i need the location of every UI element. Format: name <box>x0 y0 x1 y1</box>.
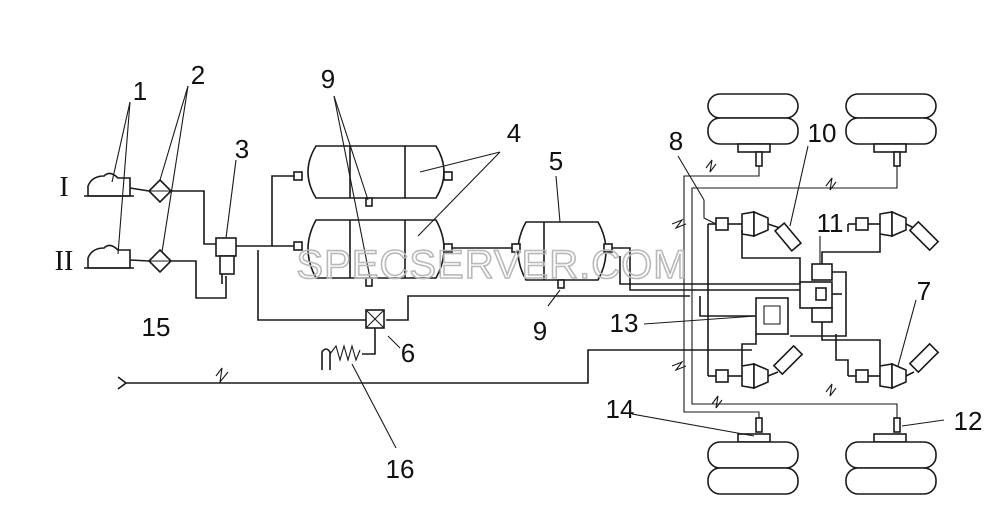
relay-valve-11 <box>799 263 833 334</box>
abs-sensor-front-right <box>893 151 901 167</box>
air-tank-4-upper <box>307 145 445 199</box>
compressor-1-top <box>84 172 134 197</box>
drain-valve-9-tank5 <box>557 279 565 289</box>
callout-16: 16 <box>386 454 415 484</box>
compressor-1-bottom <box>84 244 134 269</box>
callout-5: 5 <box>549 146 563 176</box>
brake-chamber-rear-left <box>728 344 804 390</box>
callout-7: 7 <box>917 276 931 306</box>
callout-6: 6 <box>401 338 415 368</box>
callout-12: 12 <box>954 406 983 436</box>
callout-2: 2 <box>191 60 205 90</box>
callout-10: 10 <box>808 118 837 148</box>
modulator-rear-left <box>708 369 729 383</box>
callout-4: 4 <box>507 118 521 148</box>
air-tank-4-lower <box>307 219 445 279</box>
filter-2-bottom <box>147 248 173 274</box>
drain-valve-9-lower <box>365 277 373 287</box>
ecu-13 <box>755 297 789 335</box>
air-tank-5 <box>517 221 607 281</box>
callout-8: 8 <box>669 126 683 156</box>
callout-11: 11 <box>817 208 844 238</box>
callout-9-tanks: 9 <box>321 64 335 94</box>
unloader-valve-3 <box>215 237 237 284</box>
abs-sensor-front-left <box>755 151 763 167</box>
brake-chamber-front-right <box>868 210 940 252</box>
callout-3: 3 <box>235 134 249 164</box>
drain-valve-9-upper <box>365 197 373 207</box>
modulator-front-right <box>848 217 869 231</box>
valve-6 <box>362 309 385 355</box>
abs-sensor-rear-left <box>755 417 763 433</box>
filter-2-top <box>147 178 173 204</box>
callout-9-tank5: 9 <box>533 316 547 346</box>
callout-13: 13 <box>610 308 639 338</box>
brake-chamber-7-rear-right <box>868 342 940 390</box>
modulator-rear-right <box>848 369 869 383</box>
circuit-label-2: II <box>55 246 74 277</box>
wheel-front-left <box>707 93 799 153</box>
callout-15: 15 <box>142 312 171 342</box>
callout-1: 1 <box>133 76 147 106</box>
modulator-8-front-left <box>703 200 729 231</box>
brake-chamber-front-left <box>728 210 803 252</box>
wheel-rear-left <box>707 433 799 495</box>
watermark-text: SPECSERVER.COM <box>296 243 687 287</box>
wheel-front-right <box>845 93 937 153</box>
air-horn-16 <box>321 343 361 370</box>
trailer-connector-15 <box>117 349 752 390</box>
wheel-rear-right <box>845 433 937 495</box>
callout-14: 14 <box>606 394 635 424</box>
circuit-label-1: I <box>59 172 68 203</box>
abs-sensor-rear-right <box>893 417 901 433</box>
